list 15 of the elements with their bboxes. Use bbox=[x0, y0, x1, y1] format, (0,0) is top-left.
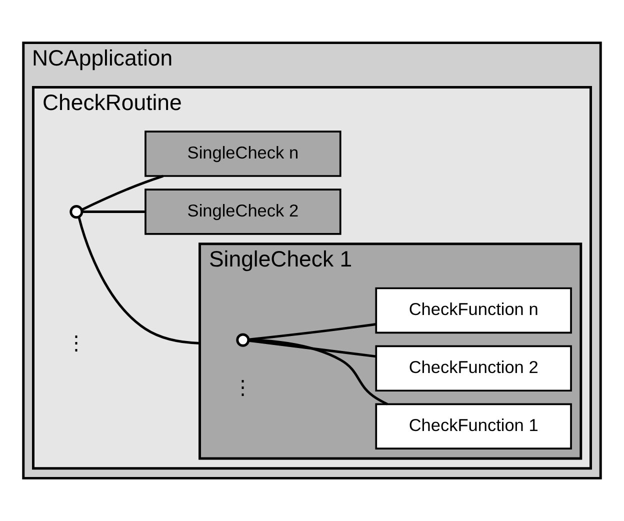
node-box: SingleCheck n bbox=[144, 130, 342, 177]
node-box: CheckFunction 1 bbox=[375, 403, 572, 450]
connector bbox=[82, 210, 146, 214]
connector bbox=[78, 216, 200, 344]
node-box: CheckFunction 2 bbox=[375, 345, 572, 392]
connector bbox=[248, 339, 376, 358]
connector bbox=[81, 174, 164, 211]
node-box: CheckFunction n bbox=[375, 287, 572, 334]
label: ⋮ bbox=[232, 377, 253, 400]
connector bbox=[248, 323, 376, 341]
label: ⋮ bbox=[66, 332, 86, 355]
connector bbox=[248, 338, 388, 406]
node-circle bbox=[70, 205, 84, 219]
node-circle bbox=[236, 333, 250, 347]
node-box: SingleCheck 2 bbox=[144, 188, 342, 235]
